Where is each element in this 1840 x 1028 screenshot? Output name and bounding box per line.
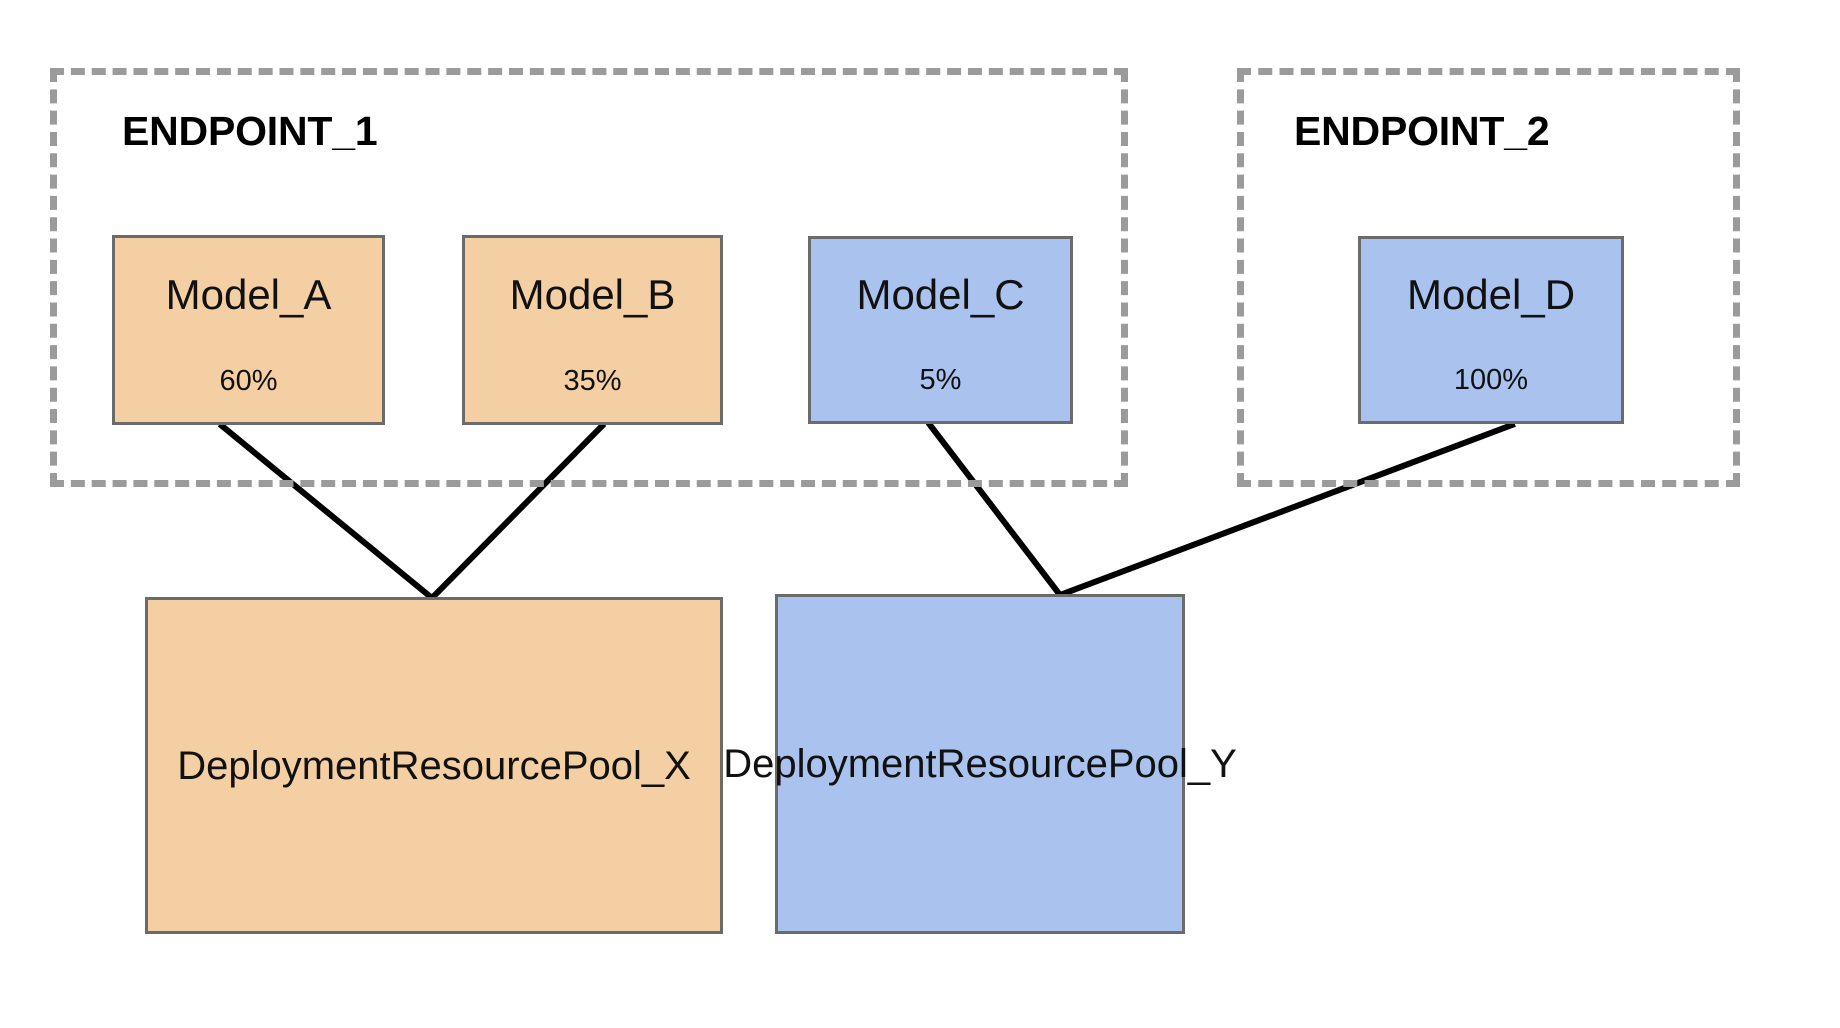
endpoint-group-2-label: ENDPOINT_2 bbox=[1294, 108, 1550, 154]
model-node-traffic-percent: 100% bbox=[1453, 364, 1529, 396]
endpoint-group-1-label: ENDPOINT_1 bbox=[122, 108, 378, 154]
resource-pool-y[interactable]: DeploymentResourcePool_Y bbox=[723, 594, 1237, 934]
model-node-model-d[interactable]: Model_D 100% bbox=[1358, 236, 1624, 424]
endpoint-group-2 bbox=[1237, 68, 1740, 487]
model-node-model-a[interactable]: Model_A 60% bbox=[112, 235, 385, 425]
model-node-traffic-percent: 60% bbox=[219, 365, 278, 397]
model-node-model-c[interactable]: Model_C 5% bbox=[808, 236, 1073, 424]
model-node-traffic-percent: 35% bbox=[563, 365, 622, 397]
resource-pool-x[interactable]: DeploymentResourcePool_X bbox=[145, 597, 723, 934]
model-node-title: Model_B bbox=[509, 271, 676, 318]
resource-pool-label: DeploymentResourcePool_X bbox=[177, 743, 691, 788]
endpoint-group-1 bbox=[50, 68, 1128, 487]
resource-pool-label: DeploymentResourcePool_Y bbox=[723, 742, 1237, 786]
model-node-title: Model_D bbox=[1406, 271, 1576, 318]
model-node-traffic-percent: 5% bbox=[919, 364, 962, 396]
model-node-model-b[interactable]: Model_B 35% bbox=[462, 235, 723, 425]
model-node-title: Model_C bbox=[856, 271, 1025, 318]
model-node-title: Model_A bbox=[165, 271, 332, 318]
